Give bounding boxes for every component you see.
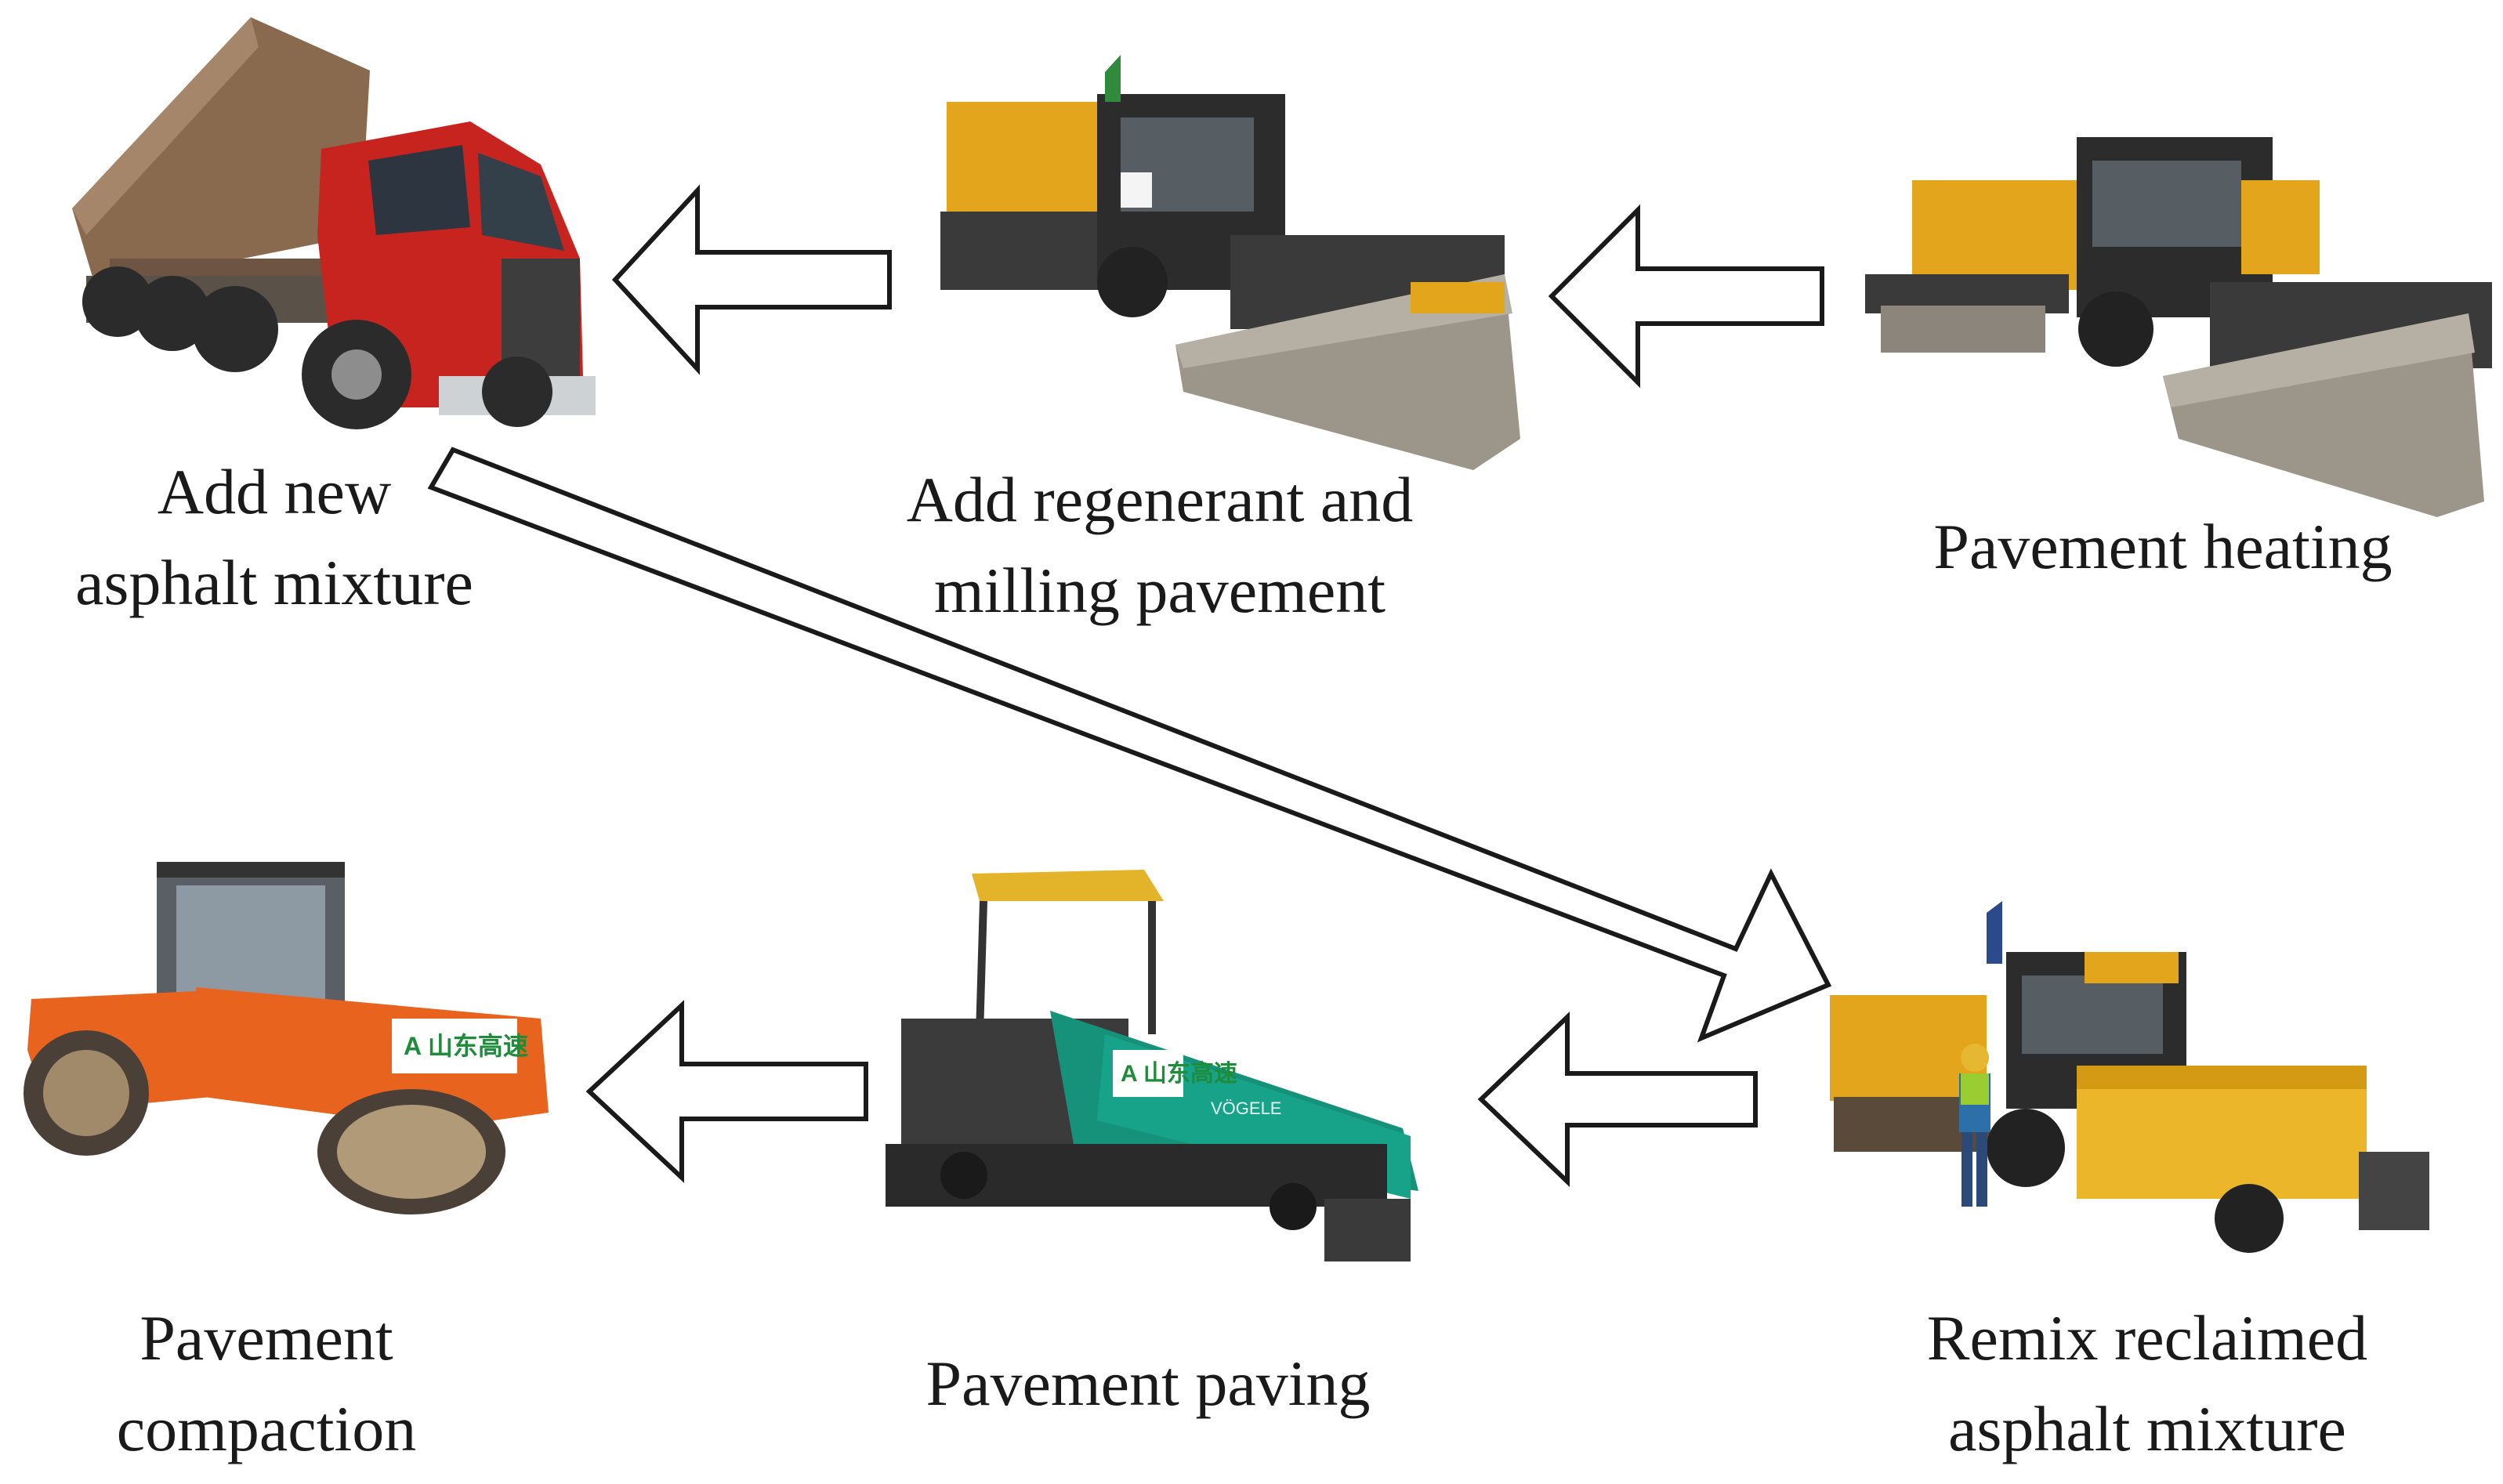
label-pavement-paving: Pavement paving <box>842 1338 1454 1429</box>
arrow-new-mixture-to-remix <box>427 447 1832 1043</box>
label-add-new-mixture-line1: Add new <box>157 456 392 527</box>
remixer-machine-icon <box>1830 901 2429 1253</box>
arrow-paving-to-compaction <box>585 1000 868 1183</box>
label-pavement-compaction-line2: compaction <box>116 1393 417 1464</box>
heating-machine-icon <box>1865 137 2492 517</box>
label-pavement-paving-line1: Pavement paving <box>925 1348 1371 1419</box>
asphalt-paver-icon: A 山东高速 VÖGELE <box>886 870 1418 1261</box>
label-pavement-compaction: Pavement compaction <box>24 1293 509 1475</box>
label-pavement-heating-line1: Pavement heating <box>1933 511 2393 582</box>
label-remix: Remix reclaimed asphalt mixture <box>1826 1293 2469 1475</box>
label-add-regenerant-line1: Add regenerant and <box>906 464 1414 535</box>
paver-brand-text: VÖGELE <box>1211 1099 1281 1118</box>
dump-truck-icon <box>72 17 596 429</box>
label-remix-line2: asphalt mixture <box>1948 1393 2346 1464</box>
roller-decal: A 山东高速 <box>404 1032 528 1060</box>
label-pavement-heating: Pavement heating <box>1849 501 2476 592</box>
arrow-remix-to-paving <box>1477 1011 1758 1188</box>
label-remix-line1: Remix reclaimed <box>1926 1302 2368 1374</box>
label-add-regenerant-line2: milling pavement <box>933 555 1386 626</box>
label-add-regenerant: Add regenerant and milling pavement <box>827 454 1493 636</box>
arrow-regenerant-to-new-mixture <box>611 184 892 375</box>
road-roller-icon: A 山东高速 <box>24 862 549 1214</box>
regenerant-milling-machine-icon <box>940 55 1520 470</box>
paver-decal: A 山东高速 <box>1121 1060 1237 1087</box>
label-pavement-compaction-line1: Pavement <box>139 1302 393 1374</box>
label-add-new-mixture: Add new asphalt mixture <box>24 447 525 628</box>
label-add-new-mixture-line2: asphalt mixture <box>75 547 473 618</box>
arrow-heating-to-regenerant <box>1548 204 1824 389</box>
